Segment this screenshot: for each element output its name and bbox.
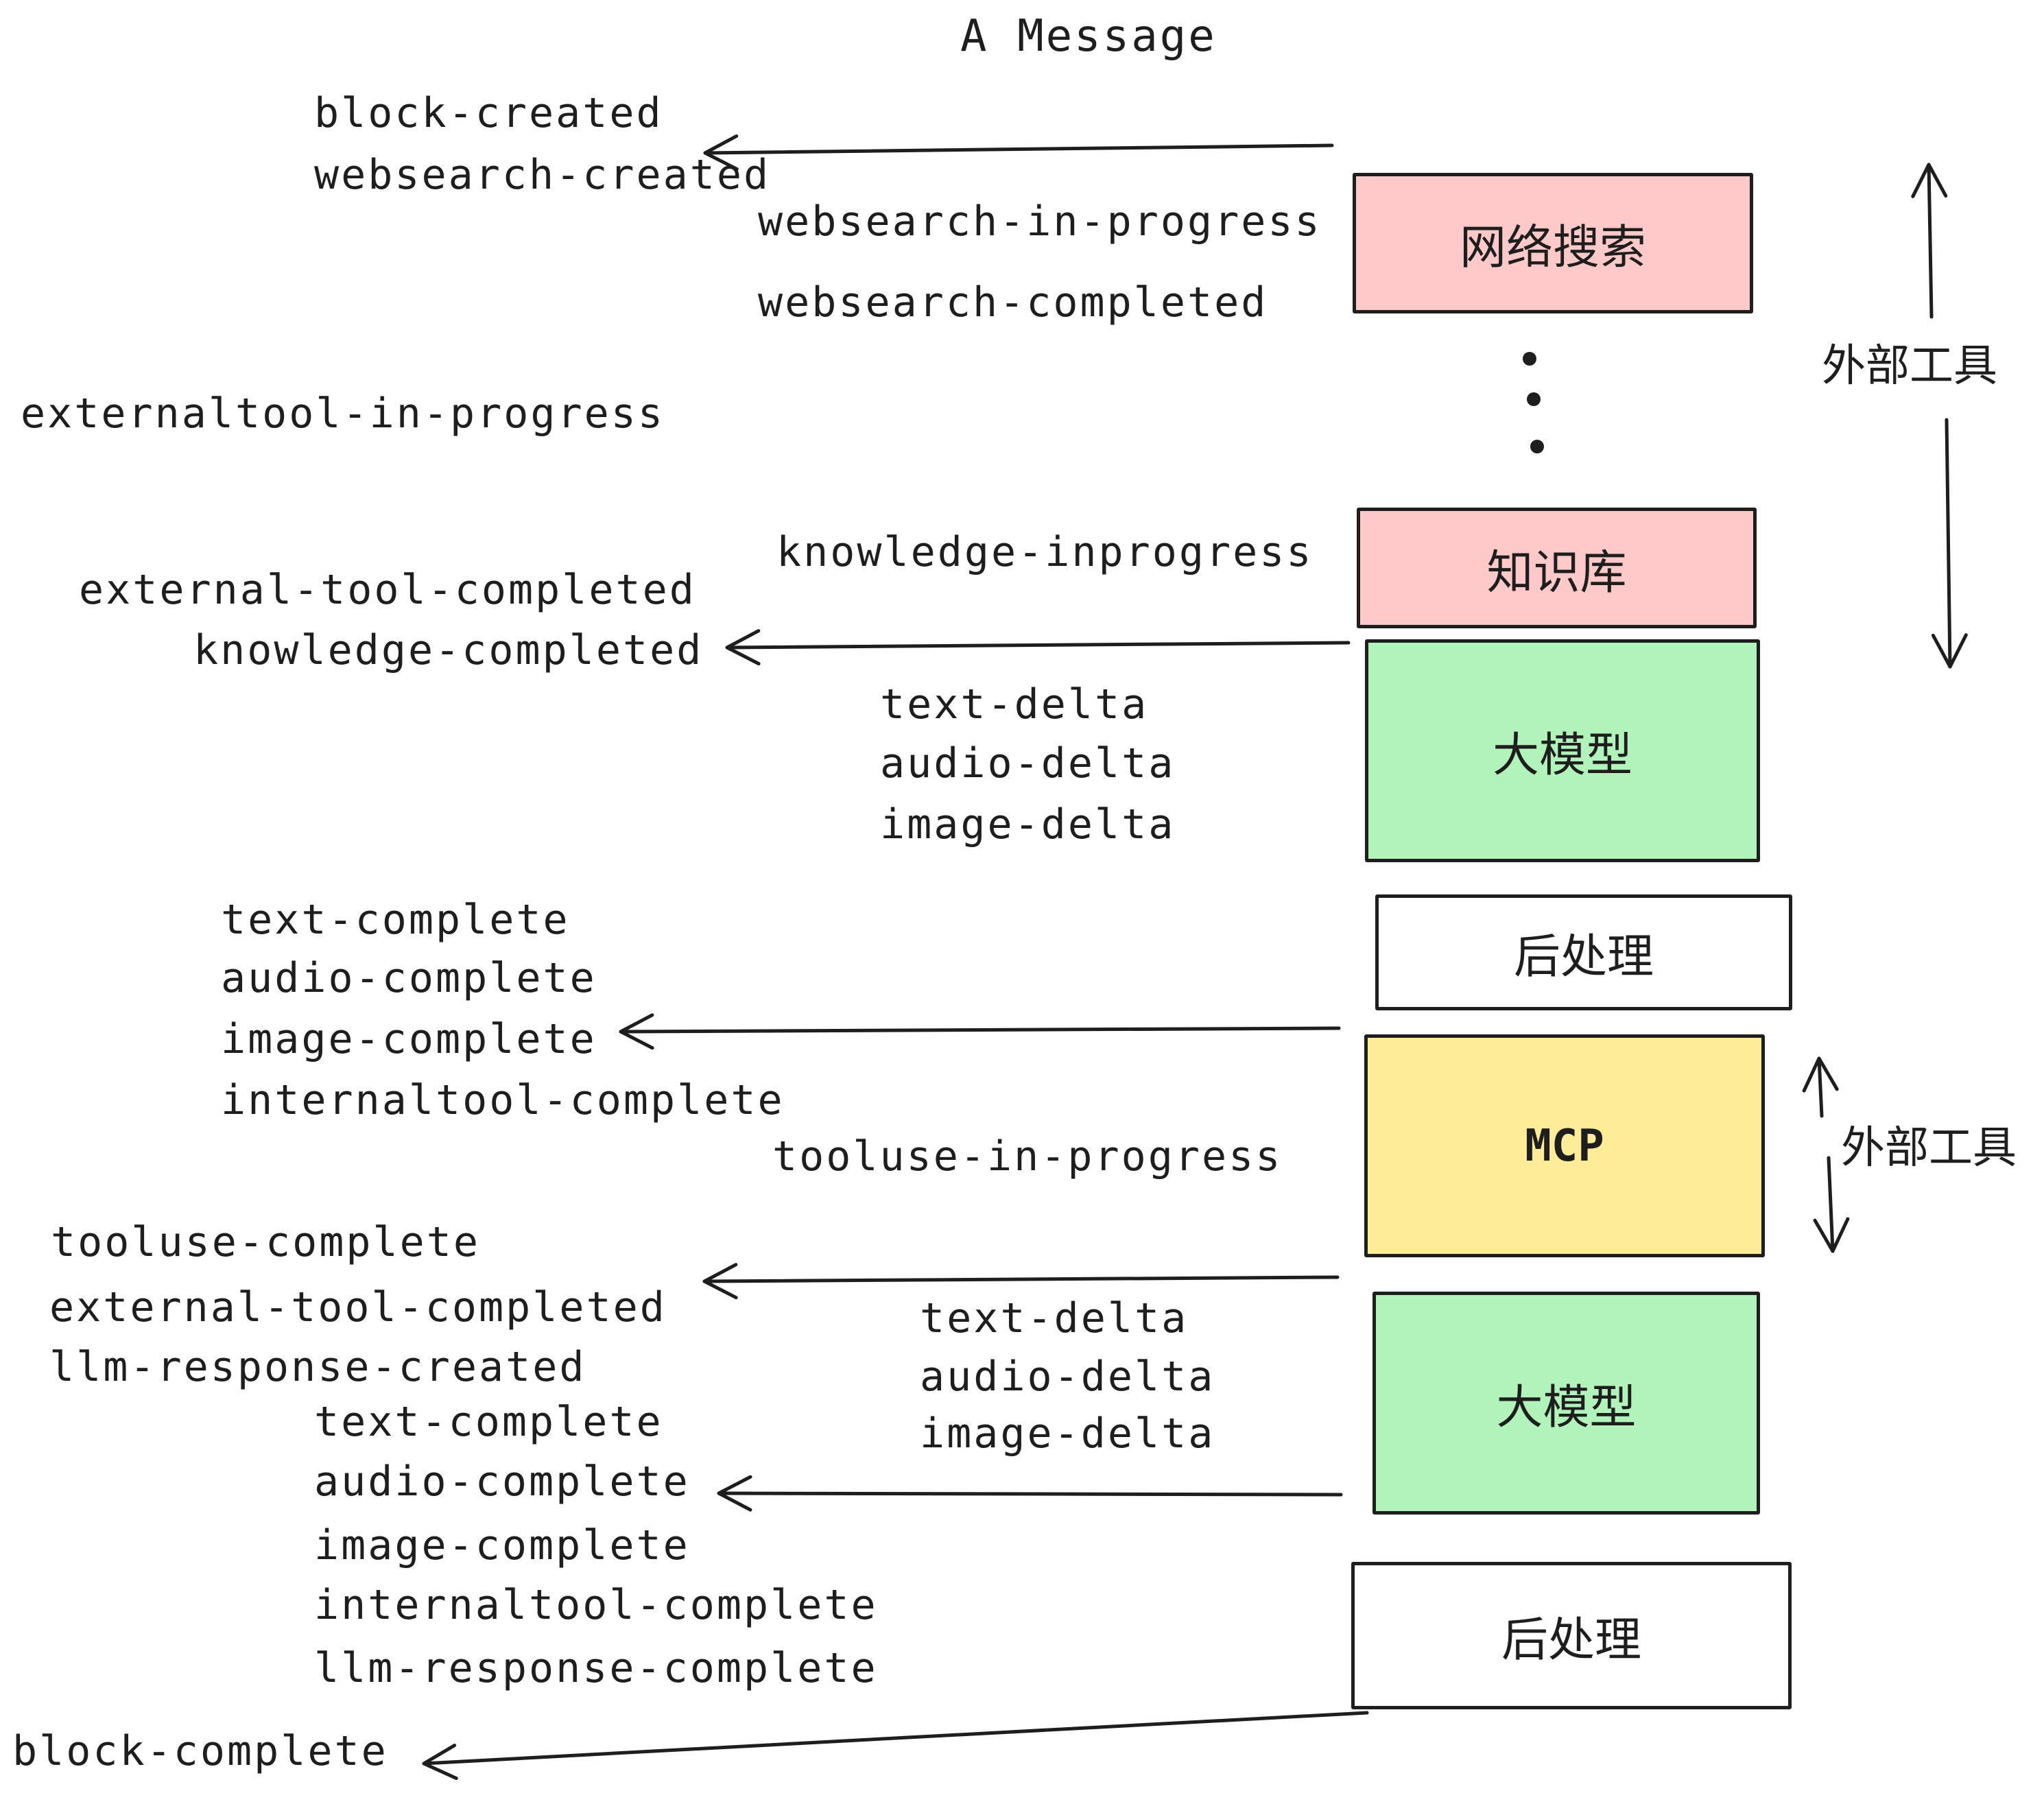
event-label-image-delta-10: image-delta <box>880 800 1176 848</box>
websearch-box-label: 网络搜索 <box>1459 221 1646 275</box>
event-label-tooluse-complete-16: tooluse-complete <box>51 1218 480 1266</box>
event-label-knowledge-inprogress-5: knowledge-inprogress <box>776 528 1314 576</box>
arrow-to-audio-complete <box>717 1475 1343 1512</box>
external-tools-up-arrow-2 <box>1802 1056 1839 1118</box>
arrow-to-tooluse-complete <box>702 1263 1340 1300</box>
websearch-box: 网络搜索 <box>1353 173 1753 313</box>
event-label-image-delta-21: image-delta <box>920 1410 1215 1458</box>
arrow-to-block-complete <box>422 1711 1369 1780</box>
event-label-tooluse-in-progress-15: tooluse-in-progress <box>772 1132 1283 1180</box>
postprocess-box-2: 后处理 <box>1351 1562 1792 1709</box>
external-tools-label-1: 外部工具 <box>1822 341 1997 392</box>
ellipsis-dot-1 <box>1523 352 1536 366</box>
external-tools-label-2: 外部工具 <box>1841 1123 2017 1174</box>
postprocess-box-1: 后处理 <box>1375 894 1792 1010</box>
external-tools-down-arrow-1 <box>1931 418 1968 669</box>
event-label-llm-response-complete-26: llm-response-complete <box>314 1644 878 1692</box>
external-tools-up-arrow-1 <box>1911 163 1948 319</box>
llm-box-2-label: 大模型 <box>1496 1381 1637 1435</box>
event-label-internaltool-complete-25: internaltool-complete <box>314 1581 878 1629</box>
event-label-knowledge-completed-7: knowledge-completed <box>193 626 704 674</box>
event-label-websearch-in-progress-2: websearch-in-progress <box>758 198 1322 246</box>
mcp-box: MCP <box>1364 1034 1765 1257</box>
event-label-audio-complete-12: audio-complete <box>221 954 597 1002</box>
knowledge-box: 知识库 <box>1357 508 1757 628</box>
arrow-to-knowledge-completed <box>725 629 1351 666</box>
arrow-to-image-complete <box>619 1013 1341 1050</box>
llm-box-2: 大模型 <box>1372 1292 1760 1515</box>
event-label-block-created-0: block-created <box>314 89 663 137</box>
event-label-audio-delta-20: audio-delta <box>920 1353 1215 1401</box>
event-label-websearch-completed-3: websearch-completed <box>758 278 1268 327</box>
ellipsis-dot-2 <box>1527 392 1541 406</box>
diagram-title: A Message <box>960 11 1217 62</box>
postprocess-box-1-label: 后处理 <box>1513 930 1654 984</box>
arrow-to-websearch-created <box>703 134 1334 171</box>
llm-box-1-label: 大模型 <box>1492 728 1632 783</box>
event-label-internaltool-complete-14: internaltool-complete <box>221 1076 785 1124</box>
event-label-external-tool-completed-17: external-tool-completed <box>49 1283 667 1331</box>
ellipsis-dot-3 <box>1530 440 1544 453</box>
knowledge-box-label: 知识库 <box>1486 545 1627 600</box>
event-label-text-complete-22: text-complete <box>314 1398 663 1446</box>
llm-box-1: 大模型 <box>1365 639 1760 862</box>
event-label-text-delta-8: text-delta <box>880 680 1149 728</box>
event-label-externaltool-in-progress-4: externaltool-in-progress <box>21 390 665 438</box>
event-label-websearch-created-1: websearch-created <box>314 151 771 199</box>
event-label-external-tool-completed-6: external-tool-completed <box>79 566 696 614</box>
postprocess-box-2-label: 后处理 <box>1501 1613 1641 1667</box>
event-label-audio-delta-9: audio-delta <box>880 739 1176 787</box>
mcp-box-label: MCP <box>1525 1120 1604 1172</box>
event-label-llm-response-created-18: llm-response-created <box>49 1343 586 1391</box>
event-label-audio-complete-23: audio-complete <box>314 1458 690 1506</box>
event-label-text-complete-11: text-complete <box>221 896 570 944</box>
event-label-image-complete-13: image-complete <box>221 1015 597 1063</box>
external-tools-down-arrow-2 <box>1813 1156 1850 1253</box>
event-label-text-delta-19: text-delta <box>920 1294 1189 1342</box>
event-label-block-complete-27: block-complete <box>12 1727 388 1775</box>
event-label-image-complete-24: image-complete <box>314 1521 690 1569</box>
